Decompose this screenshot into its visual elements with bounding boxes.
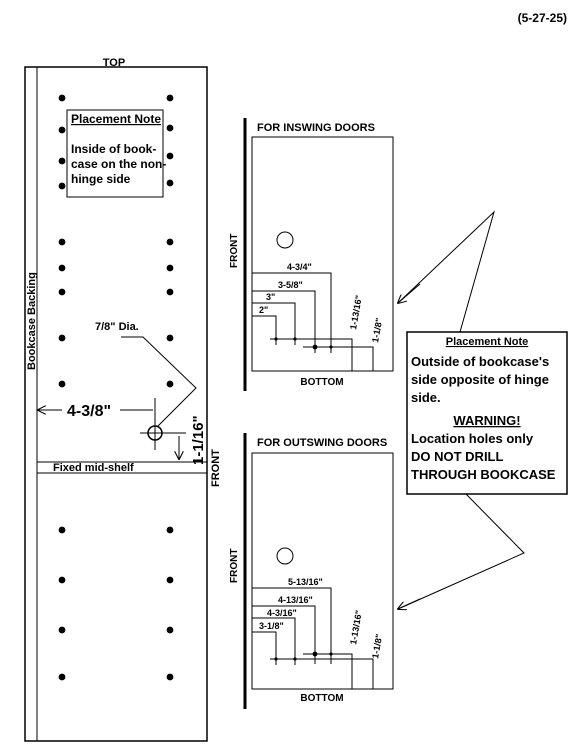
hole-diameter-label: 7/8" Dia. — [95, 321, 139, 333]
pin-hole — [166, 526, 174, 534]
pin-hole — [166, 238, 174, 246]
outswing-dim-line-1 — [252, 587, 332, 664]
pin-hole — [58, 380, 66, 388]
pin-hole — [58, 576, 66, 584]
outswing-dim-1: 5-13/16" — [288, 577, 323, 587]
dim-vertical-label: 1-1/16" — [190, 415, 207, 465]
outswing-vert-dim-line-1 — [331, 653, 353, 689]
pin-hole — [58, 238, 66, 246]
backing-label: Bookcase Backing — [26, 272, 38, 370]
dim-horizontal-label: 4-3/8" — [67, 403, 111, 420]
warning-title: WARNING! — [453, 413, 520, 428]
outswing-crosshairs — [270, 648, 338, 665]
outswing-bottom-label: BOTTOM — [300, 693, 343, 704]
inswing-dim-4: 2" — [259, 305, 268, 315]
outside-note-line-3: side. — [411, 390, 441, 405]
bookcase-panel: TOP Bookcase Backing Placement Note Insi… — [24, 57, 222, 742]
outswing-dim-3: 4-3/16" — [267, 608, 297, 618]
outswing-dim-line-4 — [252, 631, 277, 659]
callout-wedge-inswing — [397, 210, 495, 333]
warning-line-3: THROUGH BOOKCASE — [411, 467, 556, 482]
placement-note-line-3: hinge side — [71, 172, 131, 186]
callout-wedge-outswing — [397, 493, 525, 610]
pin-hole — [166, 152, 174, 160]
warning-line-1: Location holes only — [411, 431, 534, 446]
pin-hole — [58, 526, 66, 534]
inswing-dim-3: 3" — [266, 292, 275, 302]
outswing-dim-line-2 — [252, 605, 316, 664]
callout-arrow-outswing — [398, 598, 421, 609]
pin-hole — [58, 673, 66, 681]
outswing-dim-4: 3-1/8" — [259, 621, 284, 631]
panel-outline — [24, 66, 208, 742]
outside-note-title: Placement Note — [446, 336, 529, 348]
warning-line-2: DO NOT DRILL — [411, 449, 503, 464]
outside-note-line-1: Outside of bookcase's — [411, 354, 549, 369]
inswing-detail: FOR INSWING DOORS FRONT BOTTOM 4-3/4" 3-… — [229, 118, 394, 391]
pin-hole — [58, 288, 66, 296]
inswing-dim-line-1 — [252, 272, 332, 347]
inswing-outline — [251, 136, 394, 372]
outswing-reference-hole — [276, 547, 294, 565]
inswing-vert-dim-line-1 — [300, 338, 353, 371]
pin-hole — [58, 334, 66, 342]
hole-diameter-leader — [121, 336, 197, 428]
pin-hole — [58, 157, 66, 165]
outswing-title: FOR OUTSWING DOORS — [257, 437, 387, 449]
outswing-front-label: FRONT — [229, 549, 240, 583]
callout-arrow-inswing — [398, 283, 421, 303]
pin-hole — [166, 576, 174, 584]
outside-note-line-2: side opposite of hinge — [411, 372, 549, 387]
inswing-vert-dim-line-2 — [331, 346, 374, 371]
pin-hole — [58, 264, 66, 272]
inswing-front-label: FRONT — [229, 234, 240, 268]
outswing-dim-2: 4-13/16" — [278, 595, 313, 605]
inswing-dim-line-2 — [252, 290, 316, 347]
panel-front-label: FRONT — [210, 449, 222, 487]
pin-hole — [166, 334, 174, 342]
pin-hole — [166, 673, 174, 681]
pin-hole — [58, 94, 66, 102]
pin-hole — [166, 94, 174, 102]
inswing-dim-line-3 — [252, 302, 296, 339]
date-code: (5-27-25) — [518, 11, 567, 25]
placement-note-title: Placement Note — [71, 112, 161, 126]
inswing-dim-line-4 — [252, 315, 277, 339]
pin-hole — [58, 182, 66, 190]
placement-note-inside: Placement Note Inside of book- case on t… — [66, 109, 166, 198]
inswing-crosshairs — [270, 333, 338, 353]
outswing-vert-dim-1: 1-13/16" — [348, 609, 364, 645]
placement-note-line-2: case on the non- — [71, 157, 166, 171]
pin-hole — [166, 626, 174, 634]
pin-hole — [166, 264, 174, 272]
outswing-vert-dim-2: 1-1/8" — [370, 633, 384, 659]
pin-hole — [166, 380, 174, 388]
inswing-bottom-label: BOTTOM — [300, 377, 343, 388]
inswing-title: FOR INSWING DOORS — [257, 122, 375, 134]
inswing-dim-1: 4-3/4" — [287, 262, 312, 272]
inswing-reference-hole — [276, 231, 294, 249]
pin-hole — [166, 179, 174, 187]
pin-hole — [58, 126, 66, 134]
top-label: TOP — [103, 57, 125, 69]
placement-note-outside: Placement Note Outside of bookcase's sid… — [406, 331, 568, 495]
inswing-dim-2: 3-5/8" — [278, 280, 303, 290]
outswing-vert-dim-line-2 — [300, 658, 374, 689]
outswing-dim-line-3 — [252, 617, 296, 659]
mid-shelf-label: Fixed mid-shelf — [53, 462, 134, 474]
outswing-outline — [251, 452, 394, 690]
pin-hole — [166, 124, 174, 132]
inswing-vert-dim-1: 1-13/16" — [348, 294, 364, 330]
outswing-detail: FOR OUTSWING DOORS FRONT BOTTOM 5-13/16"… — [229, 433, 394, 709]
inswing-vert-dim-2: 1-1/8" — [370, 317, 384, 343]
placement-note-line-1: Inside of book- — [71, 142, 156, 156]
pin-hole — [166, 288, 174, 296]
shelf-pin-holes — [58, 94, 174, 681]
pin-hole — [58, 626, 66, 634]
